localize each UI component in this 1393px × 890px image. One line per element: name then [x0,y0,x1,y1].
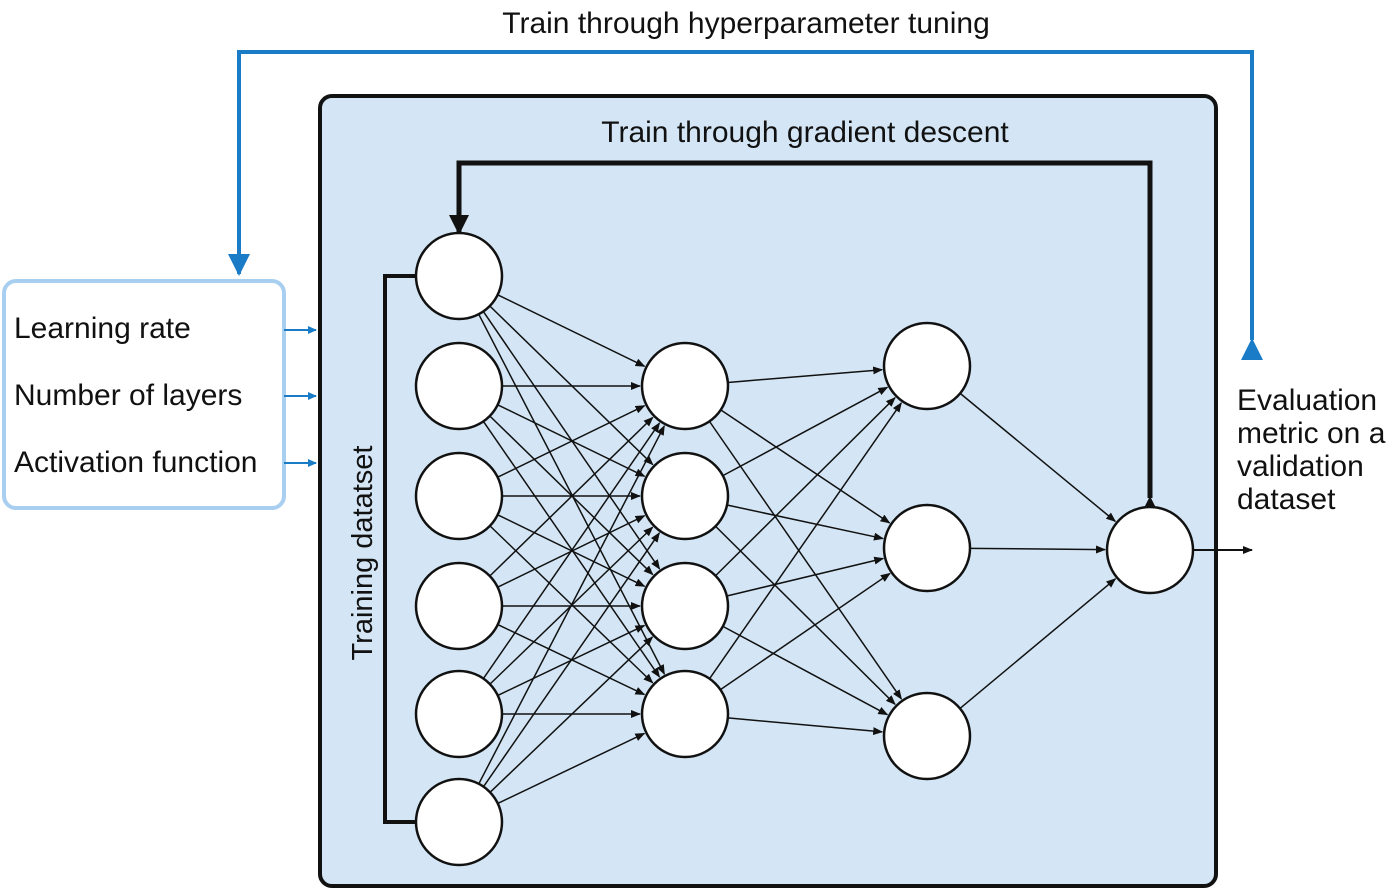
edge-hidden-1-2-to-hidden-2-1 [722,386,889,477]
output-node-1 [1105,505,1195,595]
edge-input-6-to-hidden-1-3 [489,636,654,793]
output-label-line-2: metric on a [1237,417,1386,450]
edge-input-6-to-hidden-1-1 [478,425,665,785]
hidden-1-node-4 [640,669,730,759]
gradient-descent-label: Train through gradient descent [601,116,1009,149]
edge-hidden-1-1-to-hidden-2-3 [708,420,903,700]
gradient-descent-loop-arrow [449,160,1160,516]
hidden-1-node-1 [640,341,730,431]
input-node-2 [414,341,504,431]
hyperparameter-loop-label: Train through hyperparameter tuning [502,7,990,40]
edge-input-5-to-hidden-1-1 [482,422,661,680]
input-node-1 [414,231,504,321]
edge-input-1-to-hidden-1-4 [478,313,666,675]
hyperparameter-learning-rate: Learning rate [14,312,191,345]
edge-hidden-1-3-to-hidden-2-3 [722,625,889,716]
hyperparameter-activation-function: Activation function [14,446,257,479]
network-nodes [414,231,1195,867]
edge-input-1-to-hidden-1-1 [497,294,646,367]
hidden-1-node-2 [640,451,730,541]
edge-hidden-1-3-to-hidden-2-1 [715,396,896,577]
edge-hidden-1-2-to-hidden-2-3 [715,525,896,706]
hidden-2-node-1 [882,321,972,411]
hidden-2-node-3 [882,691,972,781]
edge-hidden-1-4-to-hidden-2-2 [720,572,891,691]
hidden-1-node-3 [640,561,730,651]
output-label-line-3: validation [1237,450,1364,483]
output-label-line-4: dataset [1237,483,1336,516]
training-dataset-bracket [383,274,416,824]
edge-hidden-2-3-to-output-1 [959,578,1117,710]
training-dataset-label: Training datatset [347,446,379,661]
edge-hidden-1-4-to-hidden-2-3 [727,717,884,736]
edge-hidden-1-4-to-hidden-2-1 [708,402,902,680]
output-label: Evaluation metric on a validation datase… [1237,384,1393,516]
edge-hidden-1-1-to-hidden-2-2 [720,409,891,524]
hyperparameter-box [2,279,286,510]
edge-hidden-1-1-to-hidden-2-1 [727,366,884,384]
input-node-6 [414,777,504,867]
edge-input-3-to-hidden-1-1 [497,405,646,478]
edge-input-6-to-hidden-1-4 [497,732,646,805]
edge-hidden-1-3-to-hidden-2-2 [726,556,885,597]
edge-input-6-to-hidden-1-2 [482,532,660,788]
edge-input-4-to-hidden-1-1 [489,416,654,577]
edge-hidden-1-2-to-hidden-2-2 [726,504,884,541]
network-edges [478,294,1117,805]
edge-hidden-2-1-to-output-1 [959,392,1117,522]
output-label-line-1: Evaluation [1237,384,1377,417]
edge-hidden-2-2-to-output-1 [969,545,1107,554]
input-node-5 [414,669,504,759]
hyperparameter-number-of-layers: Number of layers [14,379,242,412]
input-node-3 [414,451,504,541]
hidden-2-node-2 [882,503,972,593]
input-node-4 [414,561,504,651]
edge-input-2-to-hidden-1-4 [482,420,661,678]
edge-input-2-to-hidden-1-2 [497,404,646,477]
hyperparameter-loop-arrow [228,50,1263,360]
